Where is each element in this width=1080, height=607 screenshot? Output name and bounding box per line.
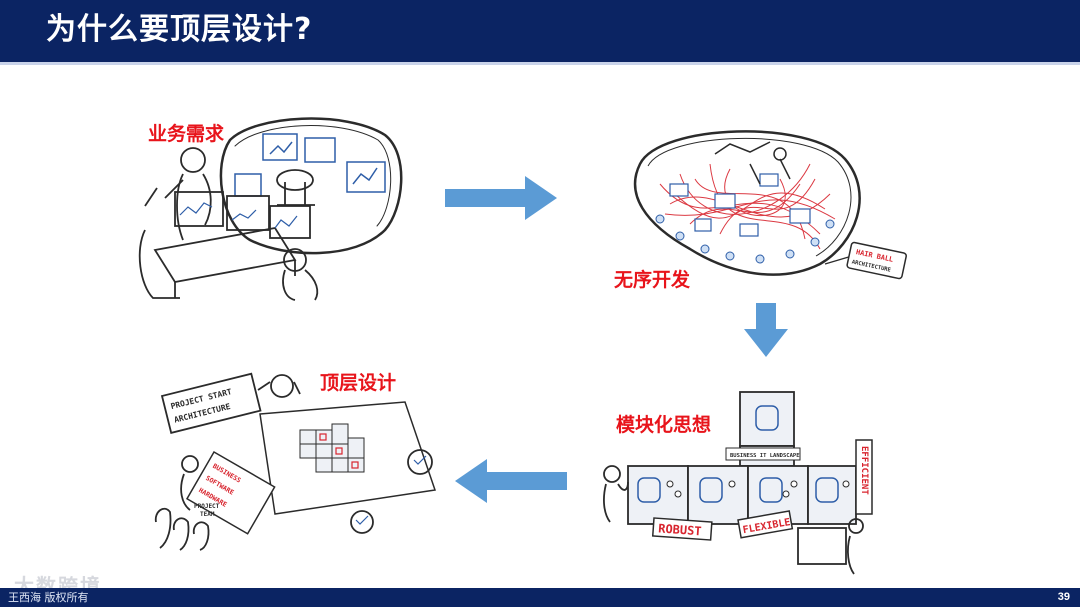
hairball-architecture-illustration: HAIR BALL ARCHITECTURE xyxy=(633,130,907,280)
arrow-right-icon xyxy=(445,176,557,220)
footer-bar: 王西海 版权所有 39 xyxy=(0,588,1080,607)
team-caption-line1: PROJECT xyxy=(194,503,220,510)
label-top-level-design: 顶层设计 xyxy=(320,372,397,394)
modular-blocks-illustration: BUSINESS IT LANDSCAPE ROBUST FLEXIBLE EF… xyxy=(603,391,873,575)
label-business-requirements: 业务需求 xyxy=(148,123,225,145)
copyright-note: 王西海 版权所有 xyxy=(8,591,89,604)
page-number: 39 xyxy=(1057,591,1070,603)
landscape-caption: BUSINESS IT LANDSCAPE xyxy=(730,453,800,459)
page-title: 为什么要顶层设计? xyxy=(46,12,313,47)
business-requirements-illustration xyxy=(138,117,403,301)
efficient-sign: EFFICIENT xyxy=(859,446,869,495)
label-disorderly-development: 无序开发 xyxy=(614,269,691,291)
top-level-design-illustration: PROJECT START ARCHITECTURE BUSINESS SOFT… xyxy=(154,372,436,551)
header-divider xyxy=(0,62,1080,65)
arrow-left-icon xyxy=(455,459,567,503)
label-modular-thinking: 模块化思想 xyxy=(616,414,712,436)
robust-sign: ROBUST xyxy=(658,521,702,538)
team-caption-line2: TEAM xyxy=(200,511,215,518)
arrow-down-icon xyxy=(744,303,788,357)
title-bar: 为什么要顶层设计? xyxy=(0,0,1080,62)
